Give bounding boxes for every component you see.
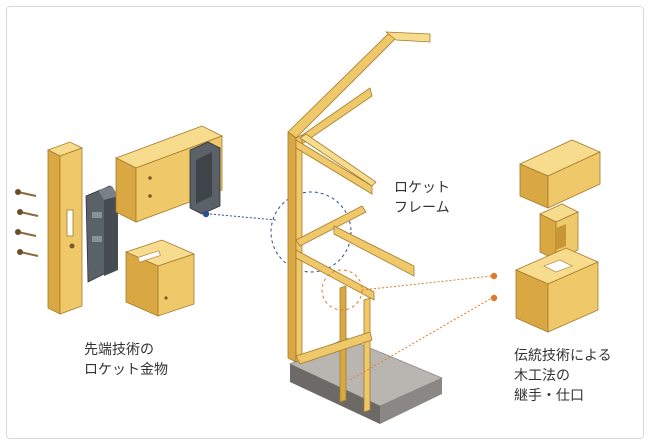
upper-beam-block (114, 125, 224, 223)
lower-block (124, 239, 196, 317)
metal-label-line1: 先端技術の (84, 342, 154, 358)
bolts (17, 191, 39, 257)
rocket-frame (287, 31, 444, 424)
frame-label: ロケット フレーム (394, 178, 450, 218)
metal-label: 先端技術の ロケット金物 (84, 340, 168, 380)
rocket-metal-assembly (15, 125, 224, 317)
frame-label-line2: フレーム (394, 200, 450, 216)
metal-label-line2: ロケット金物 (84, 362, 168, 378)
joint-label-line1: 伝統技術による (514, 348, 612, 364)
frame-label-line1: ロケット (394, 180, 450, 196)
joint-label-line3: 継手・仕口 (514, 388, 584, 404)
traditional-joint (515, 139, 601, 333)
joint-label-line2: 木工法の (514, 368, 570, 384)
wood-post (46, 141, 84, 315)
joint-label: 伝統技術による 木工法の 継手・仕口 (514, 346, 612, 406)
metal-bracket (85, 185, 118, 283)
orange-connectors (321, 269, 498, 381)
blue-connector (202, 191, 352, 273)
